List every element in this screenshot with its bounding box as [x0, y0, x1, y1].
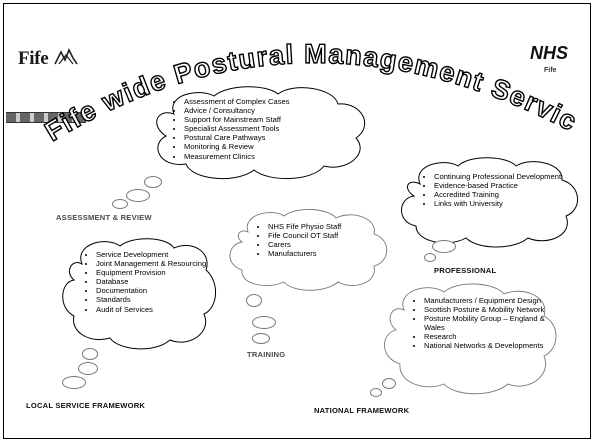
local-cloud: Service Development Joint Management & R… — [62, 238, 216, 350]
fife-logo-text: Fife — [18, 48, 49, 69]
list-item: Posture Mobility Group – England & Wales — [424, 314, 556, 332]
thought-bubble — [144, 176, 162, 188]
local-label: LOCAL SERVICE FRAMEWORK — [26, 401, 146, 410]
training-list: NHS Fife Physio Staff Fife Council OT St… — [254, 222, 388, 258]
fife-logo-emblem-icon — [54, 48, 78, 65]
title-arc: Fife wide Postural Management Service — [0, 0, 582, 148]
list-item: Measurement Clinics — [184, 152, 290, 161]
list-item: Monitoring & Review — [184, 142, 290, 151]
list-item: Service Development — [96, 250, 214, 259]
list-item: Evidence-based Practice — [434, 181, 574, 190]
assessment-cloud-shape — [156, 86, 366, 180]
nhs-logo: NHS — [526, 42, 572, 63]
thought-bubble — [382, 378, 396, 389]
thought-bubble — [126, 189, 150, 202]
list-item: Manufacturers — [268, 249, 388, 258]
assessment-cloud: Assessment of Complex Cases Advice / Con… — [148, 86, 368, 180]
list-item: NHS Fife Physio Staff — [268, 222, 388, 231]
list-item: Postural Care Pathways — [184, 133, 290, 142]
list-item: Joint Management & Resourcing — [96, 259, 214, 268]
thought-bubble — [82, 348, 98, 360]
thought-bubble — [424, 253, 436, 262]
list-item: Advice / Consultancy — [184, 106, 290, 115]
thought-bubble — [78, 362, 98, 375]
national-label: NATIONAL FRAMEWORK — [314, 406, 410, 415]
professional-list: Continuing Professional Development Evid… — [420, 172, 574, 208]
professional-cloud-shape — [401, 157, 578, 248]
thought-bubble — [252, 333, 270, 344]
list-item: Assessment of Complex Cases — [184, 97, 290, 106]
thought-bubble — [112, 199, 128, 209]
list-item: Audit of Services — [96, 305, 214, 314]
training-cloud-shape — [229, 209, 388, 291]
list-item: Research — [424, 332, 556, 341]
list-item: National Networks & Developments — [424, 341, 556, 350]
thought-bubble — [432, 240, 456, 253]
fife-logo: Fife — [18, 46, 79, 70]
list-item: Database — [96, 277, 214, 286]
assessment-list: Assessment of Complex Cases Advice / Con… — [170, 97, 290, 161]
nhs-logo-subtext: Fife — [544, 67, 557, 74]
nhs-logo-text: NHS — [530, 43, 568, 63]
local-list: Service Development Joint Management & R… — [82, 250, 214, 314]
thought-bubble — [62, 376, 86, 389]
training-cloud: NHS Fife Physio Staff Fife Council OT St… — [228, 209, 388, 291]
list-item: Fife Council OT Staff — [268, 231, 388, 240]
list-item: Links with University — [434, 199, 574, 208]
professional-label: PROFESSIONAL — [434, 266, 497, 275]
thought-bubble — [370, 388, 382, 397]
thought-bubble — [252, 316, 276, 329]
decorative-bar — [6, 112, 86, 123]
list-item: Manufacturers / Equipment Design — [424, 296, 556, 305]
national-list: Manufacturers / Equipment Design Scottis… — [410, 296, 556, 351]
list-item: Scottish Posture & Mobility Network — [424, 305, 556, 314]
national-cloud: Manufacturers / Equipment Design Scottis… — [382, 283, 558, 395]
local-cloud-shape — [62, 238, 216, 350]
list-item: Continuing Professional Development — [434, 172, 574, 181]
slide-frame — [3, 3, 591, 439]
list-item: Accredited Training — [434, 190, 574, 199]
training-label: TRAINING — [247, 350, 286, 359]
national-cloud-shape — [384, 283, 557, 395]
professional-cloud: Continuing Professional Development Evid… — [398, 157, 578, 248]
list-item: Documentation — [96, 286, 214, 295]
list-item: Specialist Assessment Tools — [184, 124, 290, 133]
list-item: Support for Mainstream Staff — [184, 115, 290, 124]
list-item: Carers — [268, 240, 388, 249]
list-item: Equipment Provision — [96, 268, 214, 277]
assessment-label: ASSESSMENT & REVIEW — [56, 213, 152, 222]
list-item: Standards — [96, 295, 214, 304]
thought-bubble — [246, 294, 262, 307]
